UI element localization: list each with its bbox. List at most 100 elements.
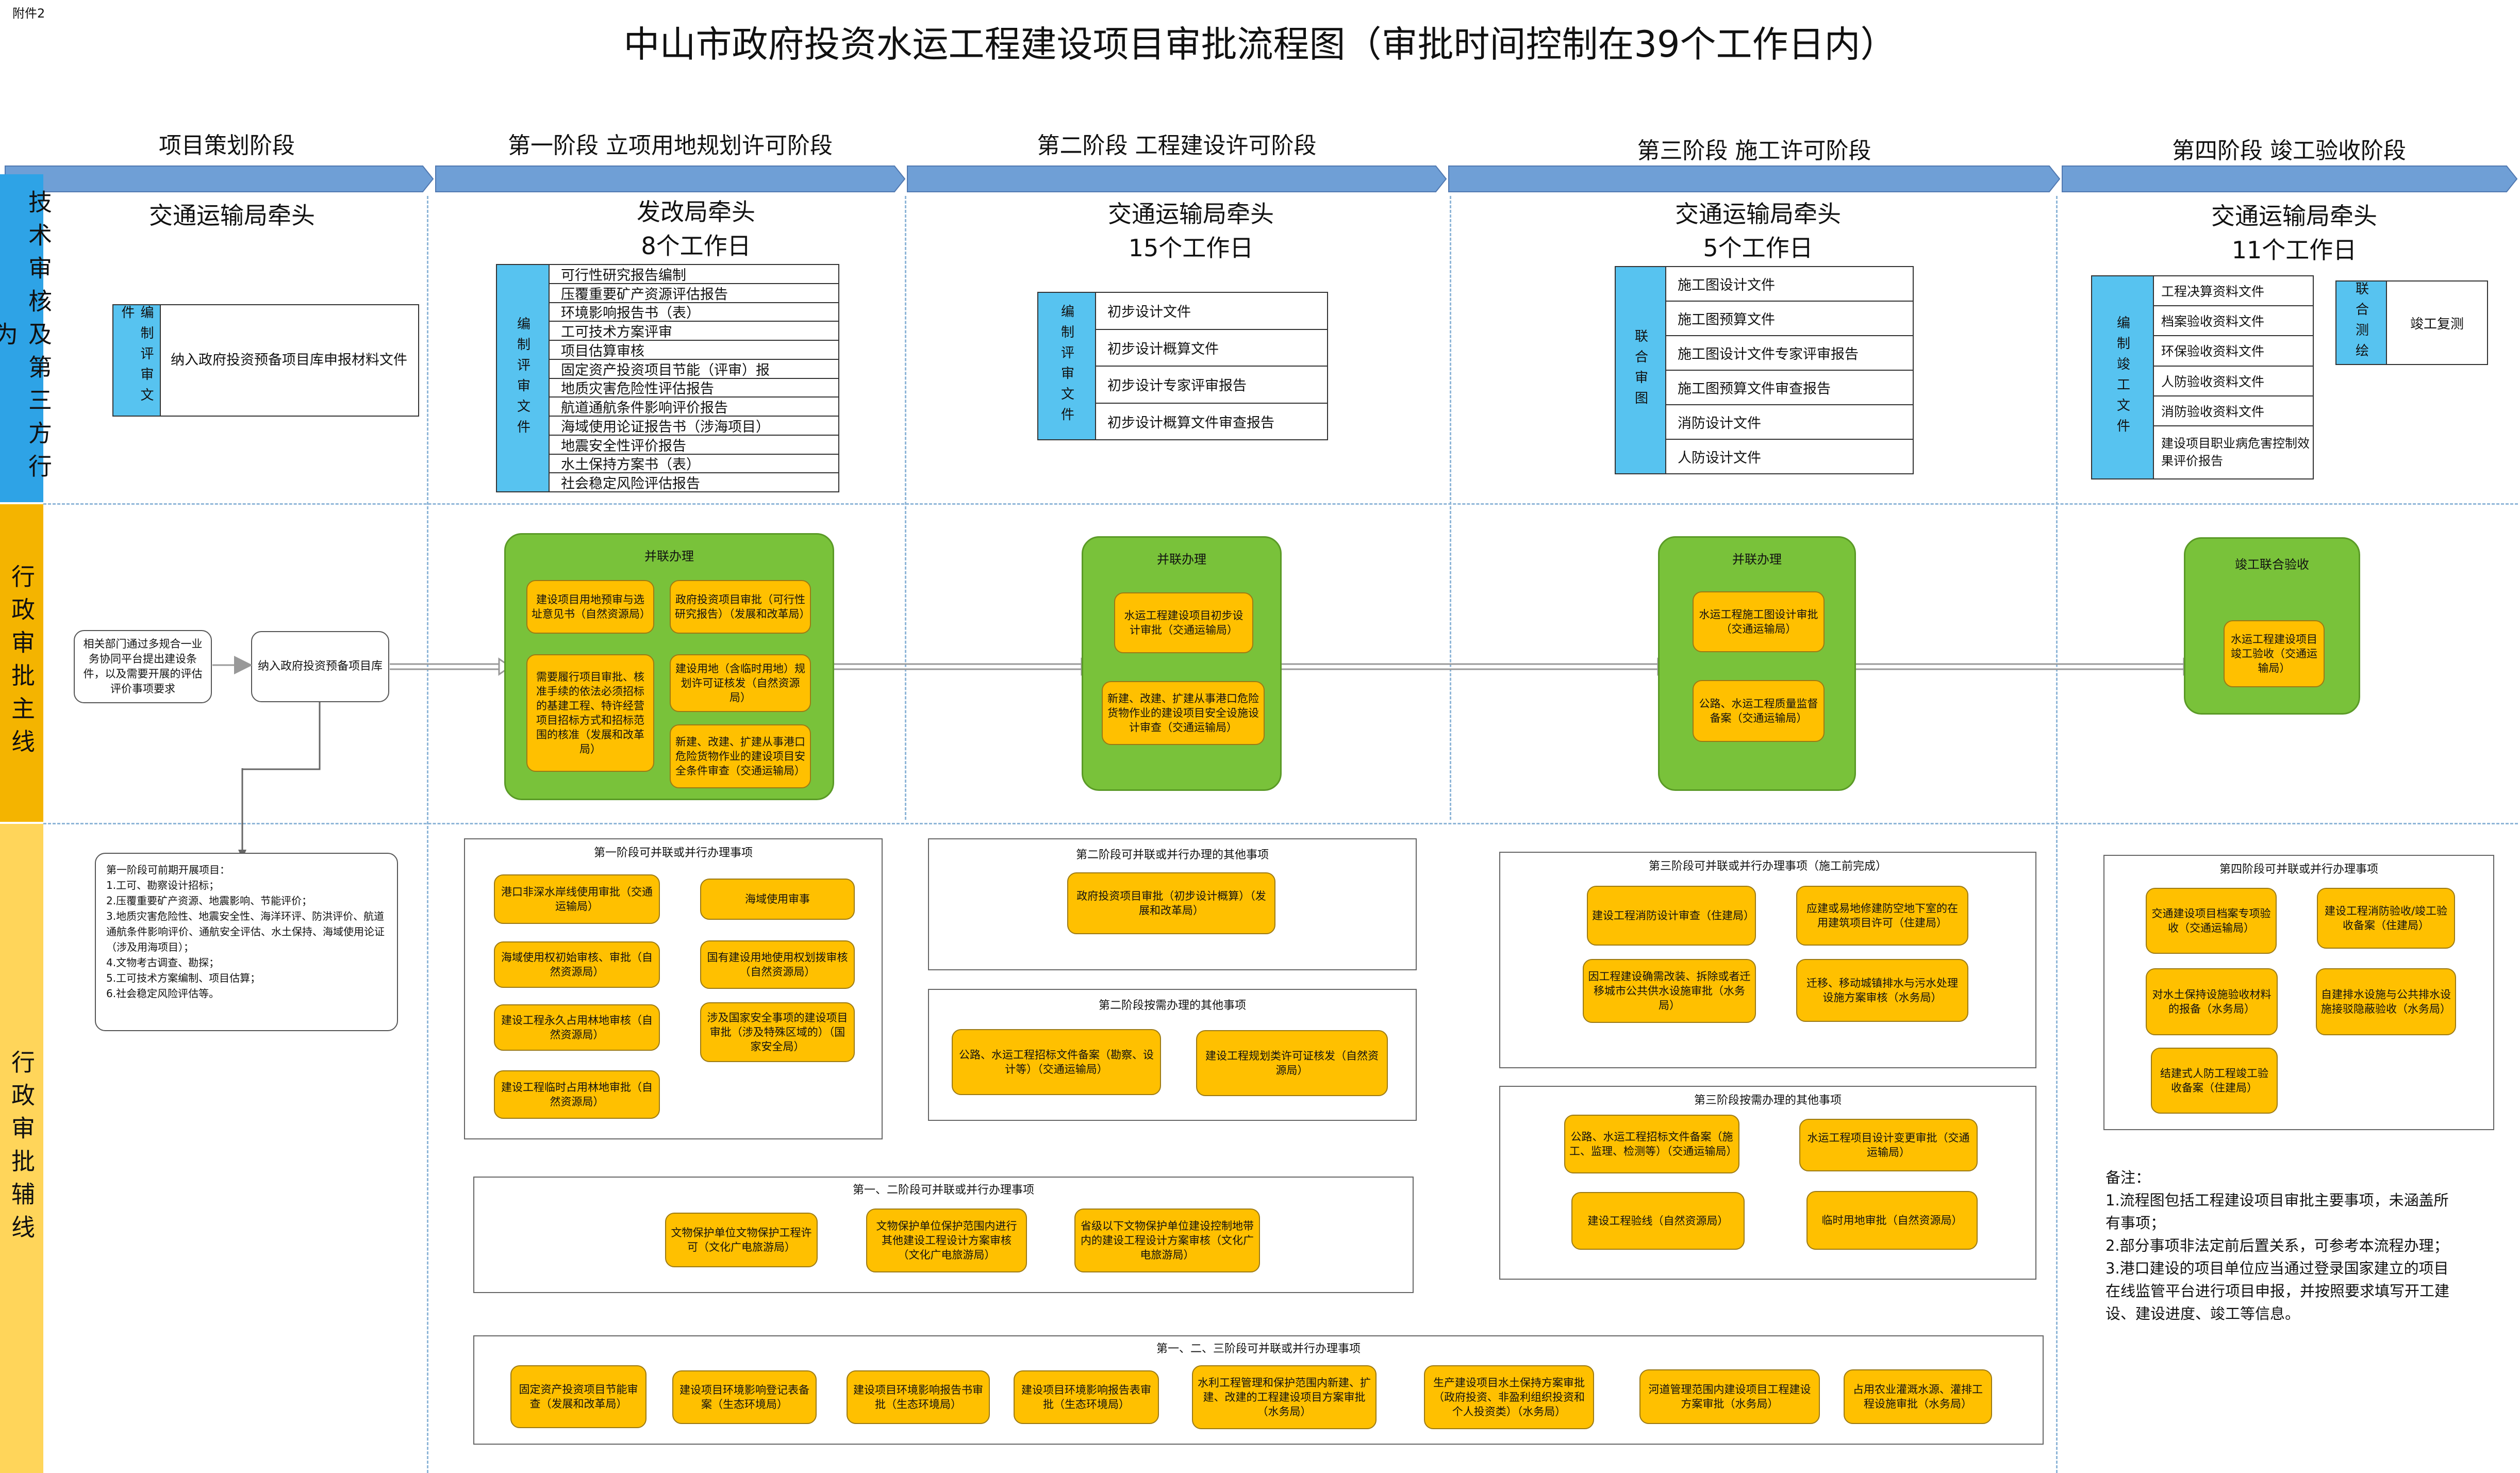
aux-node: 建设项目环境影响报告表审批（生态环境局） — [1014, 1370, 1159, 1424]
tech-doc-p1-row: 压覆重要矿产资源评估报告 — [550, 284, 838, 303]
phase-arrows — [5, 165, 2518, 192]
tech-doc-p1-row: 航道通航条件影响评价报告 — [550, 398, 838, 417]
lane-main: 行政审批主线 — [0, 504, 43, 822]
aux-node: 政府投资项目审批（初步设计概算）（发展和改革局） — [1067, 872, 1275, 934]
notes-item: 3.港口建设的项目单位应当通过登录国家建立的项目在线监管平台进行项目申报，并按照… — [2105, 1260, 2450, 1322]
tech-doc-p1-row: 海域使用论证报告书（涉海项目） — [550, 417, 838, 436]
tech-doc-p3-row: 人防设计文件 — [1678, 450, 1761, 466]
aux-node: 建设工程临时占用林地审批（自然资源局） — [494, 1070, 660, 1119]
pre-stage-item: 1.工可、勘察设计招标； — [106, 879, 220, 891]
lane-aux: 行政审批辅线 — [0, 824, 43, 1473]
aux-node: 河道管理范围内建设项目工程建设方案审批（水务局） — [1639, 1369, 1820, 1424]
box-title: 第三阶段按需办理的其他事项 — [1694, 1094, 1842, 1107]
g1-node: 新建、改建、扩建从事港口危险货物作业的建设项目安全条件审查（交通运输局） — [670, 724, 811, 788]
phase-label-0: 项目策划阶段 — [159, 133, 295, 159]
group-title: 并联办理 — [1157, 552, 1206, 567]
arrow-g1-to-g2 — [834, 663, 1082, 670]
parallel-group-3: 并联办理 水运工程施工图设计审批（交通运输局） 公路、水运工程质量监督备案（交通… — [1658, 536, 1856, 791]
box-title: 第二阶段按需办理的其他事项 — [1098, 999, 1246, 1012]
tech-doc-p1-row: 可行性研究报告编制 — [550, 265, 838, 284]
aux-node: 建设工程永久占用林地审核（自然资源局） — [494, 1004, 660, 1051]
aux-node: 公路、水运工程招标文件备案（勘察、设计等）（交通运输局） — [952, 1029, 1161, 1095]
tech-doc-p4-row: 工程决算资料文件 — [2154, 276, 2313, 307]
aux-node: 海域使用权初始审核、审批（自然资源局） — [494, 941, 660, 988]
tech-doc-p3-row: 施工图预算文件审查报告 — [1666, 371, 1913, 405]
tech-doc-p2-row: 初步设计概算文件 — [1096, 330, 1327, 367]
pre-stage-item: 5.工可技术方案编制、项目估算； — [106, 972, 261, 984]
aux-node: 交通建设项目档案专项验收（交通运输局） — [2146, 888, 2277, 954]
tech-doc-p2: 编制评审文件 初步设计文件 初步设计概算文件 初步设计专家评审报告 初步设计概算… — [1037, 292, 1328, 440]
parallel-group-1: 并联办理 建设项目用地预审与选址意见书（自然资源局） 政府投资项目审批（可行性研… — [504, 533, 834, 800]
arrow-to-pre-list — [238, 768, 246, 859]
tech-doc-p3-row: 施工图设计文件专家评审报告 — [1666, 336, 1913, 371]
tech-doc-p4b: 联合测绘 竣工复测 — [2335, 280, 2488, 365]
phase-divider-4 — [2056, 196, 2058, 1473]
line-library-down — [242, 702, 321, 770]
tech-doc-p4-row: 消防验收资料文件 — [2154, 396, 2313, 426]
parallel-group-4: 竣工联合验收 水运工程建设项目竣工验收（交通运输局） — [2184, 537, 2360, 715]
aux-node: 港口非深水岸线使用审批（交通运输局） — [494, 874, 660, 924]
box-title: 第一、二阶段可并联或并行办理事项 — [852, 1184, 1034, 1197]
g2-node: 水运工程建设项目初步设计审批（交通运输局） — [1114, 592, 1253, 653]
lane-tech: 技术审核及第三方行为 — [0, 174, 53, 502]
aux-box-stage4: 第四阶段可并联或并行办理事项 交通建设项目档案专项验收（交通运输局） 建设工程消… — [2103, 855, 2494, 1130]
tech-doc-p1-row: 地质灾害危险性评估报告 — [550, 379, 838, 398]
aux-box-stage123: 第一、二、三阶段可并联或并行办理事项 固定资产投资项目节能审查（发展和改革局） … — [473, 1335, 2044, 1445]
aux-node: 公路、水运工程招标文件备案（施工、监理、检测等）（交通运输局） — [1564, 1115, 1739, 1173]
group-title: 并联办理 — [644, 549, 694, 564]
parallel-group-2: 并联办理 水运工程建设项目初步设计审批（交通运输局） 新建、改建、扩建从事港口危… — [1082, 536, 1282, 791]
box-title: 第三阶段可并联或并行办理事项（施工前完成） — [1648, 860, 1887, 873]
tech-doc-p1-row: 固定资产投资项目节能（评审）报 — [550, 360, 838, 379]
g1-node: 建设项目用地预审与选址意见书（自然资源局） — [526, 580, 654, 634]
aux-node: 省级以下文物保护单位建设控制地带内的建设工程设计方案审核（文化广电旅游局） — [1074, 1209, 1260, 1272]
aux-node: 文物保护单位文物保护工程许可（文化广电旅游局） — [665, 1213, 818, 1267]
aux-box-stage12: 第一、二阶段可并联或并行办理事项 文物保护单位文物保护工程许可（文化广电旅游局）… — [473, 1177, 1414, 1293]
lane-divider-2 — [43, 823, 2518, 824]
box-title: 第四阶段可并联或并行办理事项 — [2219, 863, 2378, 876]
tech-doc-p4-row: 环保验收资料文件 — [2154, 336, 2313, 367]
notes-item: 2.部分事项非法定前后置关系，可参考本流程办理； — [2105, 1237, 2449, 1254]
tech-doc-p1-row: 地震安全性评价报告 — [550, 436, 838, 455]
aux-node: 水运工程项目设计变更审批（交通运输局） — [1799, 1119, 1978, 1171]
aux-node: 文物保护单位保护范围内进行其他建设工程设计方案审核（文化广电旅游局） — [866, 1209, 1027, 1272]
pre-stage-title: 第一阶段可前期开展项目： — [106, 864, 230, 876]
notes-item: 1.流程图包括工程建设项目审批主要事项，未涵盖所有事项； — [2105, 1191, 2449, 1232]
g3-node: 水运工程施工图设计审批（交通运输局） — [1693, 591, 1825, 652]
phase-label-3: 第三阶段 施工许可阶段 — [1637, 138, 1871, 164]
pre-stage-item: 3.地质灾害危险性、地震安全性、海洋环评、防洪评价、航道通航条件影响评价、通航安… — [106, 910, 385, 953]
arrow-library-to-g1 — [390, 663, 499, 670]
group-title: 竣工联合验收 — [2235, 557, 2309, 572]
g1-node: 需要履行项目审批、核准手续的依法必须招标的基建工程、特许经营项目招标方式和招标范… — [526, 654, 654, 772]
phase-divider-1 — [427, 196, 428, 1473]
aux-box-stage1: 第一阶段可并联或并行办理事项 港口非深水岸线使用审批（交通运输局） 海域使用审事… — [464, 838, 883, 1139]
phase-label-1: 第一阶段 立项用地规划许可阶段 — [508, 133, 833, 159]
phase-arrow-4 — [2062, 165, 2518, 192]
aux-node: 因工程建设确需改装、拆除或者迁移城市公共供水设施审批（水务局） — [1583, 959, 1756, 1023]
g1-node: 政府投资项目审批（可行性研究报告）（发展和改革局） — [670, 580, 811, 634]
aux-node: 建设工程消防设计审查（住建局） — [1587, 886, 1756, 946]
phase-arrow-1 — [435, 165, 906, 192]
aux-node: 建设工程规划类许可证核发（自然资源局） — [1196, 1030, 1388, 1096]
aux-node: 应建或易地修建防空地下室的在用建筑项目许可（住建局） — [1796, 886, 1968, 946]
aux-node: 建设项目环境影响登记表备案（生态环境局） — [672, 1370, 817, 1424]
phase-label-4: 第四阶段 竣工验收阶段 — [2172, 138, 2406, 164]
pre-stage-item: 4.文物考古调查、勘探； — [106, 956, 220, 969]
phase-arrow-3 — [1448, 165, 2061, 192]
tech-doc-p1-row: 项目估算审核 — [550, 341, 838, 360]
main-library-node: 纳入政府投资预备项目库 — [251, 631, 389, 702]
aux-node: 涉及国家安全事项的建设项目审批（涉及特殊区域的）（国家安全局） — [700, 1002, 855, 1062]
aux-node: 海域使用审事 — [700, 879, 855, 920]
aux-node: 结建式人防工程竣工验收备案（住建局） — [2151, 1048, 2278, 1114]
tech-doc-p1-row: 水土保持方案书（表） — [550, 455, 838, 474]
g2-node: 新建、改建、扩建从事港口危险货物作业的建设项目安全设施设计审查（交通运输局） — [1102, 681, 1265, 745]
tech-doc-p3-row: 施工图预算文件 — [1666, 302, 1913, 336]
aux-box-stage2a: 第二阶段可并联或并行办理的其他事项 政府投资项目审批（初步设计概算）（发展和改革… — [928, 838, 1417, 970]
phase-divider-2 — [905, 196, 906, 820]
phase-divider-3 — [1450, 196, 1451, 820]
tech-doc-p3-row: 施工图设计文件 — [1666, 267, 1913, 302]
aux-node: 建设工程验线（自然资源局） — [1571, 1192, 1745, 1250]
